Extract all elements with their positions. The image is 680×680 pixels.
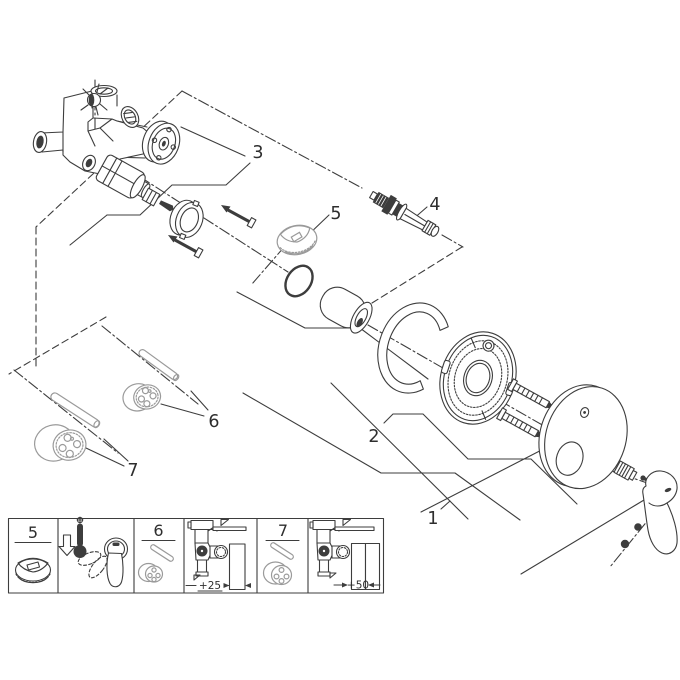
- extension-pin-7: [50, 392, 101, 429]
- mounting-ring: [169, 199, 204, 240]
- legend: 5: [7, 516, 385, 594]
- handle-screws: [620, 523, 642, 549]
- escutcheon: [538, 384, 628, 490]
- lever-swing-icon: [77, 537, 129, 588]
- cartridge: [95, 154, 151, 199]
- sleeve: [319, 286, 373, 334]
- callout-3: 3: [252, 143, 263, 163]
- callout-2: 2: [368, 427, 379, 447]
- lever-handle: [642, 470, 678, 555]
- cartridge-extension-7: [33, 424, 87, 462]
- pin-and-cartridge-extension-icon: [262, 542, 294, 586]
- fixing-screw-left-2: [168, 235, 204, 259]
- callout-1: 1: [427, 509, 438, 529]
- cap-part: [276, 224, 318, 256]
- spline-wheel-6: [122, 383, 162, 412]
- rough-in-valve-body: [32, 84, 181, 175]
- fixing-screw-right-1: [507, 378, 555, 409]
- construction-lines: [8, 79, 658, 575]
- burst-icon: [80, 83, 109, 116]
- valve-flange: [141, 120, 181, 165]
- legend-label-6: 6: [153, 521, 163, 540]
- handle-adapter: [613, 460, 638, 481]
- o-ring: [284, 264, 314, 298]
- extension-pin-6: [138, 349, 180, 382]
- fixing-screw-left-1: [221, 205, 257, 229]
- pin-and-spline-wheel-icon: [137, 544, 174, 583]
- dimension-plus-25: +25: [199, 580, 221, 592]
- arrow-down-icon: [58, 534, 76, 557]
- callout-6: 6: [208, 412, 219, 432]
- cap-part-icon: [14, 557, 52, 584]
- legend-label-7: 7: [278, 521, 288, 540]
- thermometer-icon: [73, 516, 87, 558]
- legend-cell-6: 6: [137, 521, 176, 583]
- valve-extension-icon: [187, 518, 247, 591]
- legend-cell-temperature: [58, 516, 129, 588]
- callout-7: 7: [127, 461, 138, 481]
- legend-cell-extension-50: +50: [309, 518, 381, 592]
- retaining-ring: [377, 302, 449, 394]
- legend-label-5: 5: [28, 523, 38, 542]
- hex-nut: [141, 187, 161, 207]
- valve-extension-icon-50: [309, 518, 381, 591]
- extension-spindle: [369, 190, 440, 237]
- callout-4: 4: [429, 195, 440, 215]
- legend-cell-extension-25: +25: [185, 518, 251, 592]
- callout-5: 5: [330, 204, 341, 224]
- legend-cell-cap: 5: [14, 523, 52, 584]
- legend-cell-7: 7: [262, 521, 300, 586]
- dimension-plus-50: +50: [347, 580, 369, 592]
